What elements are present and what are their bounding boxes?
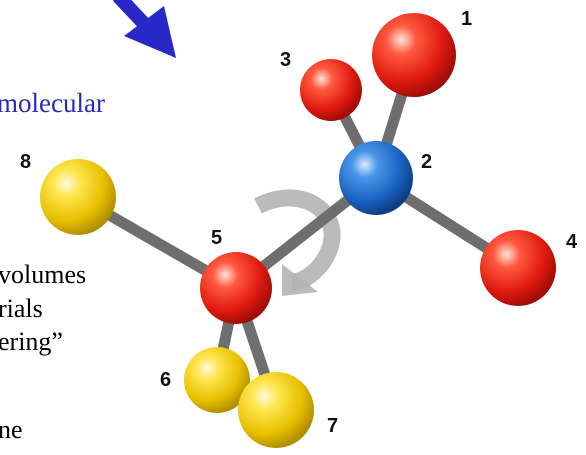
atom-1	[372, 13, 456, 97]
atom-2	[339, 141, 413, 215]
atom-labels: 1 2 3 4 5 6 7 8	[20, 8, 578, 437]
atom-7	[238, 372, 314, 448]
atom-label-8: 8	[20, 151, 31, 173]
atom-4	[480, 230, 556, 306]
rotation-arrow-icon	[254, 189, 341, 296]
atom-6	[184, 347, 250, 413]
slide-text-line-1: volumes	[0, 260, 87, 289]
atom-label-4: 4	[566, 231, 578, 253]
down-right-arrow-icon	[112, 0, 176, 58]
atom-label-2: 2	[421, 151, 432, 173]
atoms	[40, 13, 556, 448]
slide-text-line-4: ne	[0, 415, 23, 444]
atom-label-5: 5	[211, 227, 222, 249]
atom-label-1: 1	[461, 8, 472, 30]
slide-text-line-3: ering”	[0, 327, 63, 356]
atom-label-3: 3	[280, 49, 291, 71]
atom-5	[200, 252, 272, 324]
slide-text-line-2: rials	[0, 294, 43, 323]
atom-8	[40, 159, 116, 235]
slide-heading-fragment: molecular	[0, 88, 105, 118]
atom-3	[300, 59, 362, 121]
atom-label-7: 7	[327, 415, 338, 437]
atom-label-6: 6	[160, 369, 171, 391]
